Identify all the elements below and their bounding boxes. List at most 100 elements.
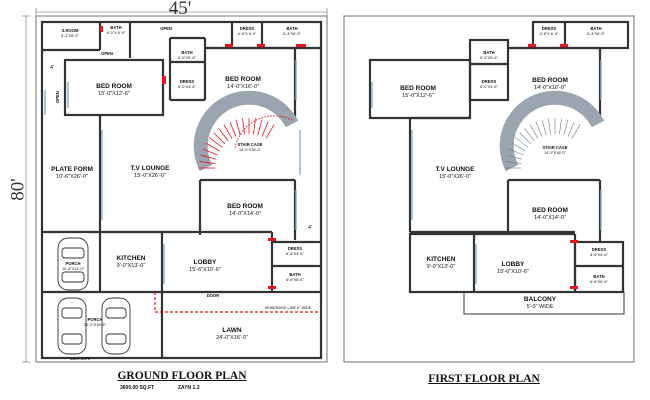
ground-open-label-2: OPEN [101,51,113,56]
first-bedroom3-dim: 14'-0"X14'-0" [534,215,566,221]
first-kitchen-dim: 9'-0"X13'-0" [426,264,456,270]
ground-windows [44,60,301,284]
ground-bath2-label: BATH [286,26,298,31]
stair-tread [199,161,216,164]
first-floor-plan [343,15,635,363]
stair-tread [508,148,524,156]
ground-bath4-label: BATH [289,272,301,277]
first-dress3-dim: 6'-6"X4'-6" [590,253,608,257]
ground-doors [100,26,306,289]
first-bedroom1-dim: 15'-0"X12'-6" [402,93,434,99]
first-kitchen-label: KITCHEN [426,256,456,263]
ground-open-label-3: OPEN [54,91,60,104]
first-bath1-label: BATH [590,26,602,31]
ground-sroom-dim: 5'-3"X6'-9" [61,34,79,38]
stair-tread [559,118,562,135]
first-bedroom1-label: BED ROOM [400,85,436,92]
ground-kitchen-dim: 9'-0"X13'-0" [116,263,146,269]
ground-bedroom3-label: BED ROOM [227,203,263,210]
first-doors [528,44,578,289]
first-dress3-label: DRESS [591,247,607,252]
stair-tread [229,121,237,137]
first-floor-title: FIRST FLOOR PLAN [428,373,540,385]
stair-tread [567,121,575,137]
stair-tread [213,132,226,145]
plot-boundary [35,15,328,363]
first-bath1-dim: 5'-3"X6'-9" [587,32,605,36]
ground-dress3-dim: 6'-6"X4'-6" [286,252,304,256]
ground-stair-label: STAIR CASE [237,142,263,147]
ground-floor-zone: ZAYN 1.3 [178,385,200,391]
stair-tread [242,118,245,135]
first-bath2-label: BATH [483,50,495,55]
stair-tread [541,119,547,136]
overall-dimensions [22,8,328,363]
first-bath3-label: BATH [593,274,605,279]
stair-tread [209,137,223,148]
ground-dress1-label: DRESS [239,26,255,31]
ground-open-label-1: OPEN [160,26,172,31]
ground-floor-area: 3600.00 SQ.FT [120,385,155,391]
sewerage-line [154,292,321,313]
first-bedroom3-label: BED ROOM [532,207,568,214]
ground-platform-label: PLATE FORM [51,166,93,173]
ground-porch2-label: PORCH [87,317,103,322]
first-lounge-label: T.V LOUNGE [435,166,475,173]
first-bath3-dim: 6'-6"X6'-6" [590,280,608,284]
stair-tread [519,132,532,145]
ground-dress1-dim: 4'-6"X 6'-9" [237,32,257,36]
first-dress1-dim: 4'-6"X 6'-9" [539,32,559,36]
ground-dress3-label: DRESS [287,246,303,251]
ground-staircase [193,90,299,172]
ground-lounge-label: T.V LOUNGE [130,165,170,172]
first-dress2-label: DRESS [481,79,497,84]
ground-bath2-dim: 5'-3"X6'-9" [283,32,301,36]
stair-tread [265,124,275,139]
ground-lounge-dim: 15'-0"X26'-0" [134,173,166,179]
first-plot-boundary [343,15,635,363]
first-lobby-dim: 15'-6"X10'-6" [497,269,529,275]
first-stair-dim: 14'-0"X16'-0" [544,151,566,155]
ground-kitchen-label: KITCHEN [116,255,146,262]
ground-floor-plan [35,15,328,363]
ground-door-label: DOOR [206,293,220,298]
ground-floor-title: GROUND FLOOR PLAN [117,370,247,382]
porch-cars [57,237,131,355]
stair-tread [202,148,218,156]
ground-bath1-dim: 6'-0"X 6'-9" [106,31,126,35]
stair-tread [535,121,543,137]
stair-tread [257,119,263,136]
first-staircase [499,90,605,172]
ground-lobby-label: LOBBY [193,259,217,266]
stair-tread [515,137,529,148]
stair-tread [524,128,535,142]
first-dress1-label: DRESS [541,26,557,31]
balcony-outline [463,291,625,315]
ground-dress2-label: DRESS [179,79,195,84]
ground-bedroom1-label: BED ROOM [96,83,132,90]
ground-lawn-label: LAWN [222,327,242,334]
first-dress2-dim: 6'-0"X4'-6" [480,85,498,89]
stair-tread [261,121,269,137]
first-lounge-dim: 15'-0"X26'-0" [439,174,471,180]
width-dimension: 45' [168,0,192,19]
ground-bedroom2-label: BED ROOM [225,76,261,83]
first-balcony-dim: 5'-0" WIDE [526,304,554,310]
stair-tread [223,124,233,139]
ground-stair-dim: 14'-0"X16'-0" [239,148,261,152]
stair-tread [563,119,569,136]
stair-tread [218,128,229,142]
ground-platform-dim: 10'-6"X26'-0" [56,174,88,180]
first-walls [368,20,630,294]
stair-tread [506,154,523,160]
ground-bath1-label: BATH [110,25,122,30]
stair-tread [205,142,220,152]
first-bedroom2-dim: 14'-0"X16'-0" [534,85,566,91]
stair-tread [548,118,551,135]
height-dimension: 80' [7,178,29,201]
ground-porch1-label: PORCH [65,261,81,266]
stair-tread [235,119,241,136]
side-dimension-2: 4' [307,225,313,231]
